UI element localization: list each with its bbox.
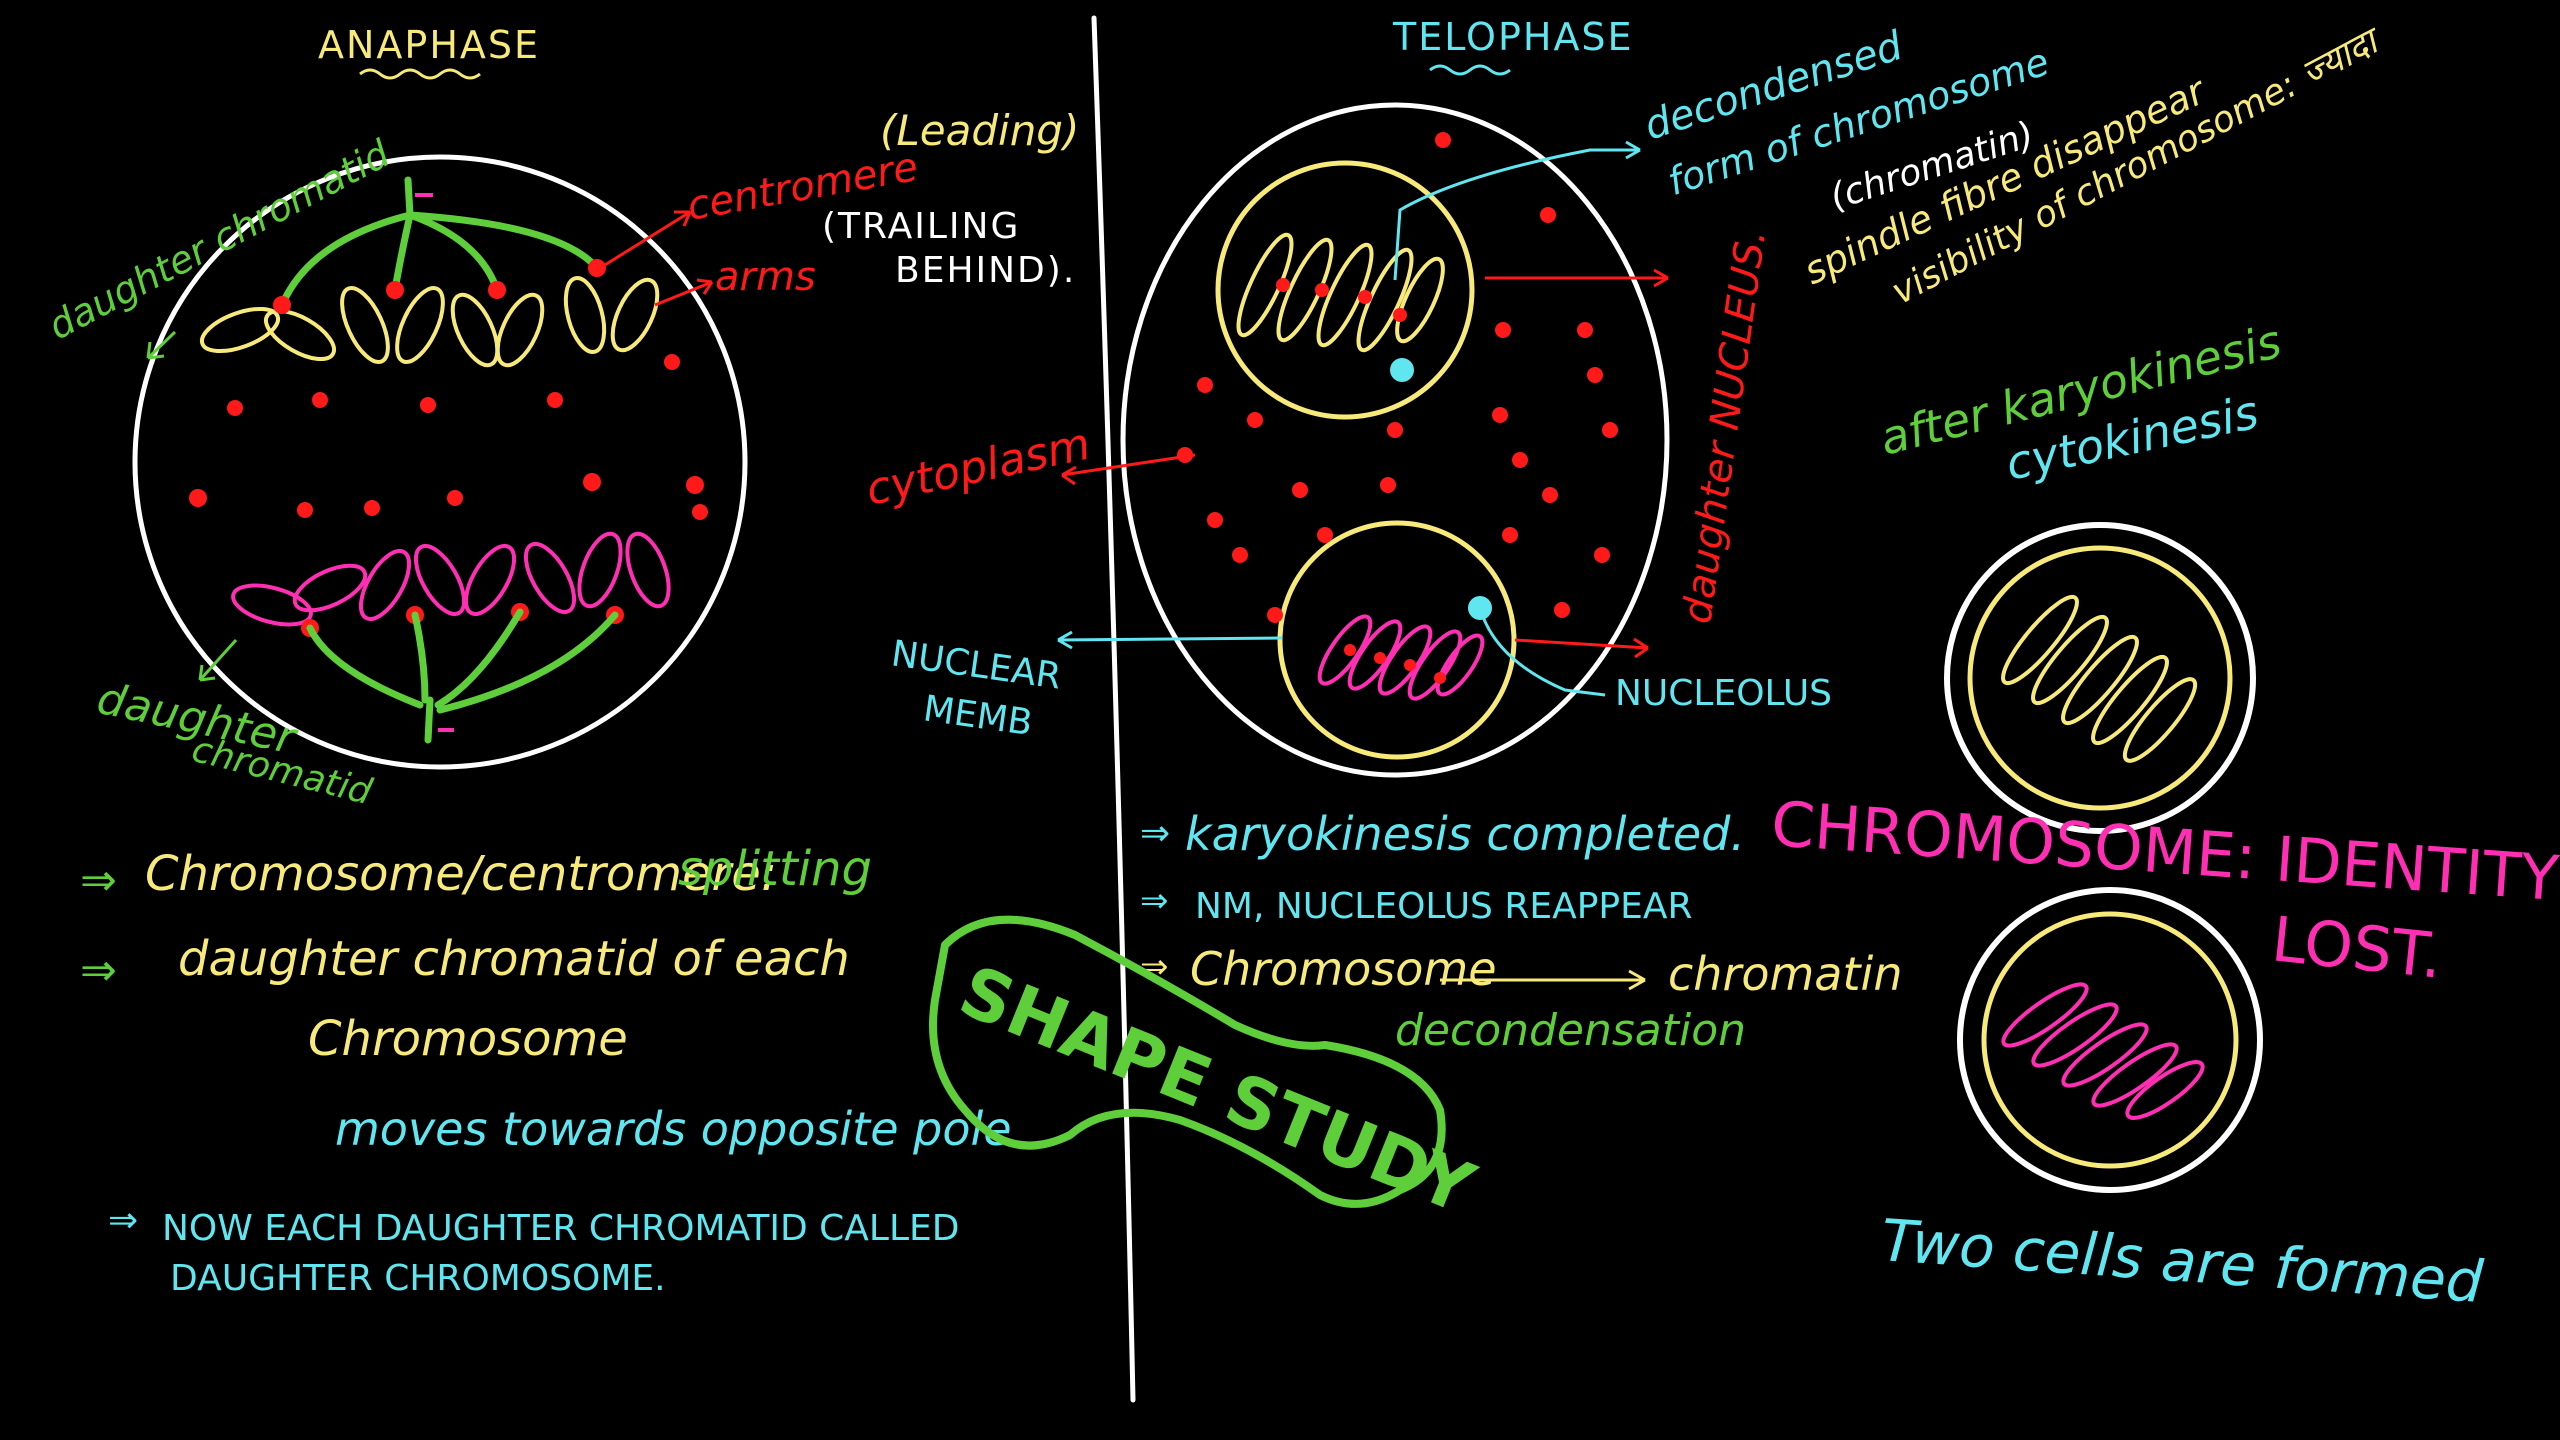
anaphase-note1-bullet: ⇒ [80,855,117,906]
anaphase-note1-a: Chromosome/centromere: [145,846,777,902]
divider-line [1091,15,1136,1403]
anaphase-note2-a: daughter chromatid of each [178,931,850,987]
anaphase-note3-line2: DAUGHTER CHROMOSOME. [170,1258,666,1299]
lower-chromatin [1317,614,1485,701]
daughter-cell-2-membrane [1957,887,2263,1193]
anaphase-title-underline [359,68,481,80]
lower-chromatin-dots [1344,644,1446,684]
anaphase-note3-bullet: ⇒ [108,1200,138,1241]
identity-lost-line1: CHROMOSOME: IDENTITY [1769,787,2560,915]
daughter-cell-2-chromatin [2001,982,2205,1120]
two-cells-formed: Two cells are formed [1879,1206,2486,1316]
telophase-title-underline [1429,64,1511,76]
daughter-cell-1-nucleus [1967,545,2233,811]
nuclear-membrane-arrow [1057,630,1283,650]
anaphase-lower-spindle [306,608,619,744]
anaphase-title: ANAPHASE [318,23,540,67]
anaphase-cell-membrane [132,154,748,770]
daughter-nucleus-label: daughter NUCLEUS. [1674,226,1775,626]
cytoplasm-arrow [1061,453,1196,486]
daughter-chromatid-top-arrow [146,330,177,360]
centromere-arrow [599,210,692,270]
nuclear-memb-line1: NUCLEAR [889,633,1064,697]
anaphase-lower-chromatids [231,531,671,627]
anaphase-upper-centromeres [273,259,606,314]
anaphase-note3-line1: NOW EACH DAUGHTER CHROMATID CALLED [162,1208,959,1249]
lower-daughter-nucleus [1277,520,1517,760]
telophase-note2: NM, NUCLEOLUS REAPPEAR [1195,886,1693,927]
decondensed-pointer [1393,140,1641,281]
telophase-note1-bullet: ⇒ [1140,813,1170,854]
telophase-note2-bullet: ⇒ [1140,881,1169,921]
anaphase-note2-bullet: ⇒ [80,945,117,996]
telophase-title: TELOPHASE [1392,15,1634,59]
nucleolus-label: NUCLEOLUS [1615,673,1832,714]
daughter-nucleus-arrow-bottom [1514,637,1649,659]
telophase-cell-membrane [1120,102,1670,778]
anaphase-cytoplasm-dots [189,354,708,520]
upper-chromatin [1236,232,1445,353]
upper-daughter-nucleus [1215,160,1475,420]
trailing-line1: (TRAILING [822,206,1020,247]
arms-arrow [654,278,714,307]
label-daughter-chromatid-bottom: daughter chromatid [93,673,377,814]
upper-nucleolus [1390,358,1414,382]
daughter-cell-1-membrane [1944,522,2256,834]
daughter-cell-1-chromatin [2001,594,2198,763]
anaphase-note1-b: splitting [678,841,872,897]
telophase-note3-b: chromatin [1668,947,1902,1001]
telophase-note1: karyokinesis completed. [1185,807,1745,861]
nuclear-memb-line2: MEMB [921,688,1035,744]
nucleolus-pointer [1478,607,1606,697]
trailing-line2: BEHIND). [895,250,1076,291]
telophase-note3-a: Chromosome [1190,942,1497,996]
logo-blob-outline [929,915,1446,1208]
telophase-cytoplasm-dots [1177,132,1618,623]
anaphase-note2-c: moves towards opposite pole [335,1102,1012,1156]
daughter-cell-2-nucleus [1981,911,2239,1169]
daughter-chromatid-bottom-arrow [198,638,238,682]
upper-chromatin-dots [1276,278,1407,322]
identity-lost-line2: LOST. [2268,902,2445,992]
anaphase-note2-b: Chromosome [308,1011,628,1067]
chromosome-chromatin-arrow [1440,969,1646,991]
daughter-nucleus-arrow-top [1485,268,1669,288]
telophase-note3-c: decondensation [1395,1005,1746,1056]
cytoplasm-label: cytoplasm [862,419,1095,516]
arms-label: arms [715,254,816,300]
anaphase-upper-chromatids [199,276,660,368]
leading-label: (Leading) [880,106,1079,155]
